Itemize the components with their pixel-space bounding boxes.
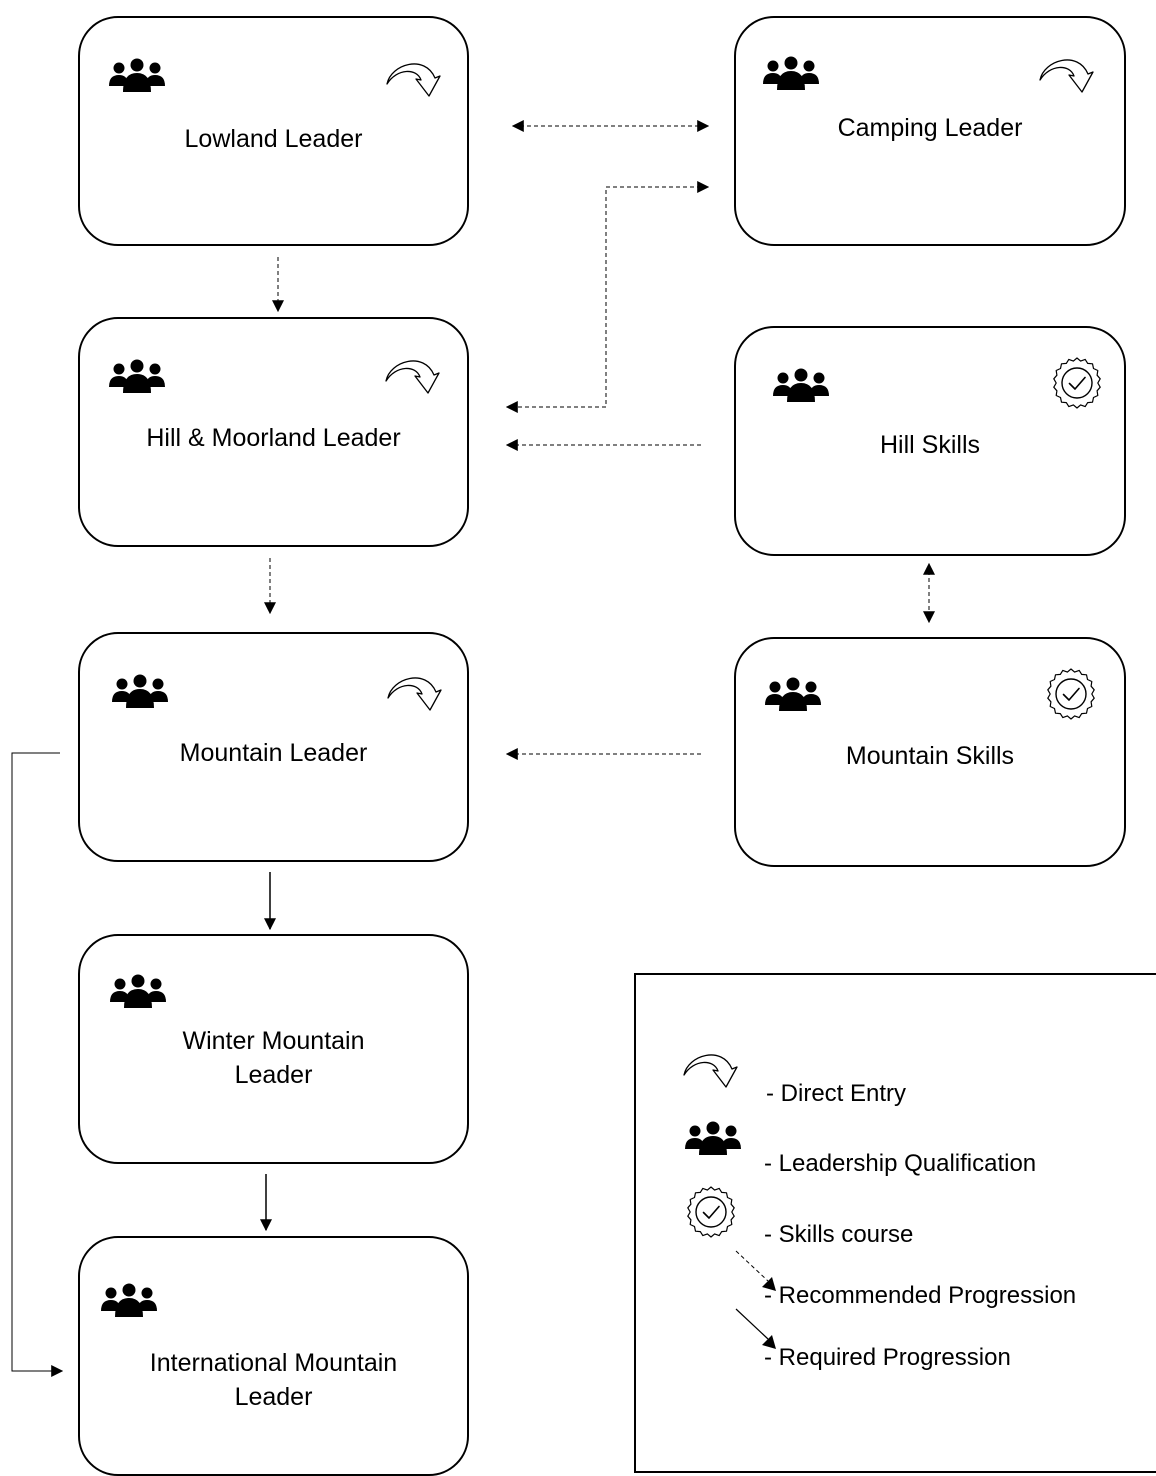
node-label: Hill Skills bbox=[880, 431, 980, 459]
group-of-people-icon bbox=[109, 359, 165, 393]
node-lowland-leader[interactable]: Lowland Leader bbox=[78, 16, 469, 246]
node-camping-leader[interactable]: Camping Leader bbox=[734, 16, 1126, 246]
node-hill-moorland-leader[interactable]: Hill & Moorland Leader bbox=[78, 317, 469, 547]
group-of-people-icon bbox=[765, 677, 821, 711]
group-of-people-icon bbox=[685, 1121, 741, 1155]
group-of-people-icon bbox=[773, 368, 829, 402]
node-label: Mountain Skills bbox=[845, 742, 1015, 770]
legend-direct-entry-label: - Direct Entry bbox=[766, 1080, 907, 1107]
rosette-check-icon bbox=[1047, 668, 1095, 720]
node-label: Lowland Leader bbox=[184, 125, 363, 153]
node-label: Hill & Moorland Leader bbox=[146, 424, 401, 452]
curved-arrow-icon bbox=[683, 1054, 738, 1088]
curved-arrow-icon bbox=[386, 63, 441, 97]
rosette-check-icon bbox=[687, 1186, 735, 1238]
curved-arrow-icon bbox=[385, 360, 440, 394]
legend-recommended-label: - Recommended Progression bbox=[764, 1282, 1077, 1309]
edge-mountain-leader-international bbox=[11, 752, 64, 1377]
group-of-people-icon bbox=[763, 56, 819, 90]
group-of-people-icon bbox=[112, 674, 168, 708]
group-of-people-icon bbox=[110, 974, 166, 1008]
node-winter-mountain-leader[interactable]: Winter Mountain Leader bbox=[78, 934, 469, 1164]
node-mountain-leader[interactable]: Mountain Leader bbox=[78, 632, 469, 862]
required-progression-arrow-icon bbox=[735, 1308, 776, 1349]
curved-arrow-icon bbox=[387, 677, 442, 711]
node-label: International Mountain Leader bbox=[149, 1349, 398, 1411]
group-of-people-icon bbox=[109, 58, 165, 92]
legend-leadership-label: - Leadership Qualification bbox=[764, 1150, 1037, 1177]
group-of-people-icon bbox=[101, 1283, 157, 1317]
node-mountain-skills[interactable]: Mountain Skills bbox=[734, 637, 1126, 867]
curved-arrow-icon bbox=[1039, 59, 1094, 93]
legend-skills-label: - Skills course bbox=[764, 1221, 914, 1248]
node-label: Winter Mountain Leader bbox=[182, 1027, 365, 1089]
edge-camping-hill-moorland bbox=[505, 181, 710, 413]
node-international-mountain-leader[interactable]: International Mountain Leader bbox=[78, 1236, 469, 1476]
legend-required-label: - Required Progression bbox=[764, 1344, 1011, 1371]
node-hill-skills[interactable]: Hill Skills bbox=[734, 326, 1126, 556]
node-label: Camping Leader bbox=[837, 114, 1023, 142]
rosette-check-icon bbox=[1053, 357, 1101, 409]
recommended-progression-arrow-icon bbox=[735, 1250, 776, 1291]
legend-box: - Direct Entry - Leadership Qualificatio… bbox=[634, 973, 1156, 1473]
node-label: Mountain Leader bbox=[179, 739, 368, 767]
